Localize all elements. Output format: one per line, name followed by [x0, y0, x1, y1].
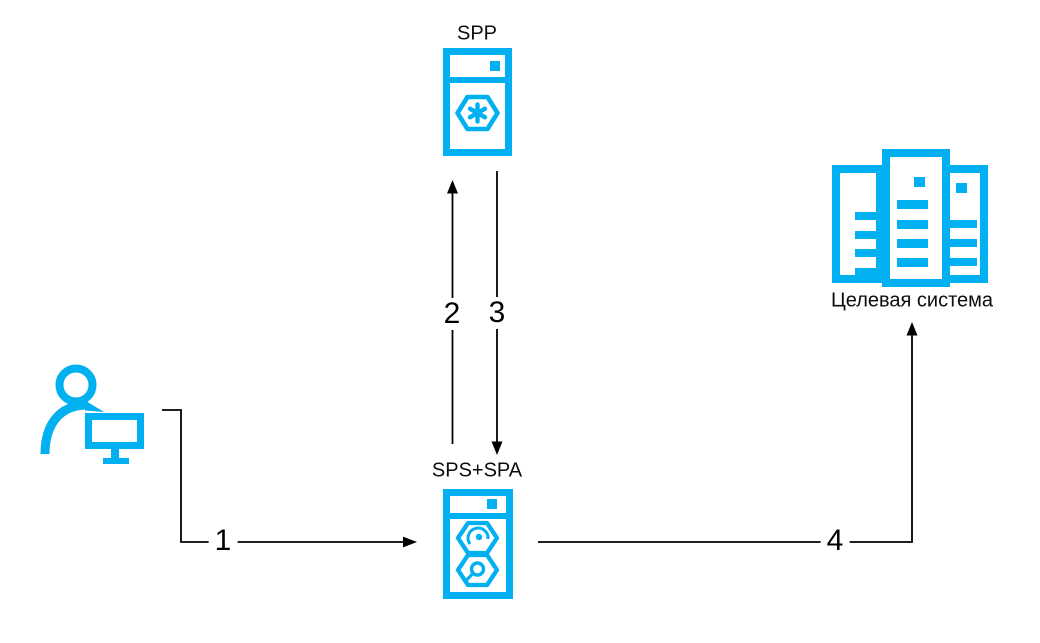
- arrowhead-up-icon: [447, 180, 458, 194]
- left-server-tower: [832, 165, 884, 283]
- user-at-workstation-icon: [40, 364, 144, 464]
- ring-icon: [469, 561, 486, 577]
- monitor-stand-icon: [111, 449, 119, 458]
- arrow-3-label: 3: [482, 297, 512, 329]
- user-head-icon: [55, 364, 97, 406]
- connector-4-sps-to-target: [538, 322, 918, 543]
- ring-tail-icon: [465, 572, 475, 581]
- monitor-base-icon: [103, 458, 129, 464]
- arrow-2-label: 2: [437, 298, 467, 330]
- hexagon-ring-icon: [455, 552, 500, 588]
- spp-label: SPP: [456, 22, 498, 45]
- hexagon-icon: [455, 94, 500, 132]
- sps-spa-server-icon: [443, 489, 513, 599]
- swirl-arc-icon: [466, 526, 490, 545]
- connector-1-user-to-sps: [162, 409, 417, 548]
- arrow-4-label: 4: [820, 525, 850, 557]
- swirl-dot-icon: [475, 533, 483, 541]
- spp-server-icon: [443, 48, 512, 156]
- arrow-1-label: 1: [208, 525, 238, 557]
- arrowhead-up-icon: [906, 322, 918, 336]
- server-led-square: [487, 499, 497, 509]
- target-system-label: Целевая система: [830, 289, 994, 312]
- monitor-screen-icon: [85, 413, 144, 449]
- user-collar-icon: [85, 400, 104, 412]
- arrowhead-right-icon: [403, 536, 417, 548]
- server-divider: [449, 513, 507, 519]
- arrowhead-down-icon: [491, 441, 503, 455]
- asterisk-icon: [467, 102, 488, 124]
- middle-server-tower: [882, 149, 950, 287]
- target-system-server-farm-icon: [832, 149, 988, 287]
- sps-spa-label: SPS+SPA: [431, 459, 523, 482]
- server-divider: [449, 77, 506, 83]
- server-led-square: [490, 61, 500, 71]
- user-shoulder-icon: [40, 400, 86, 455]
